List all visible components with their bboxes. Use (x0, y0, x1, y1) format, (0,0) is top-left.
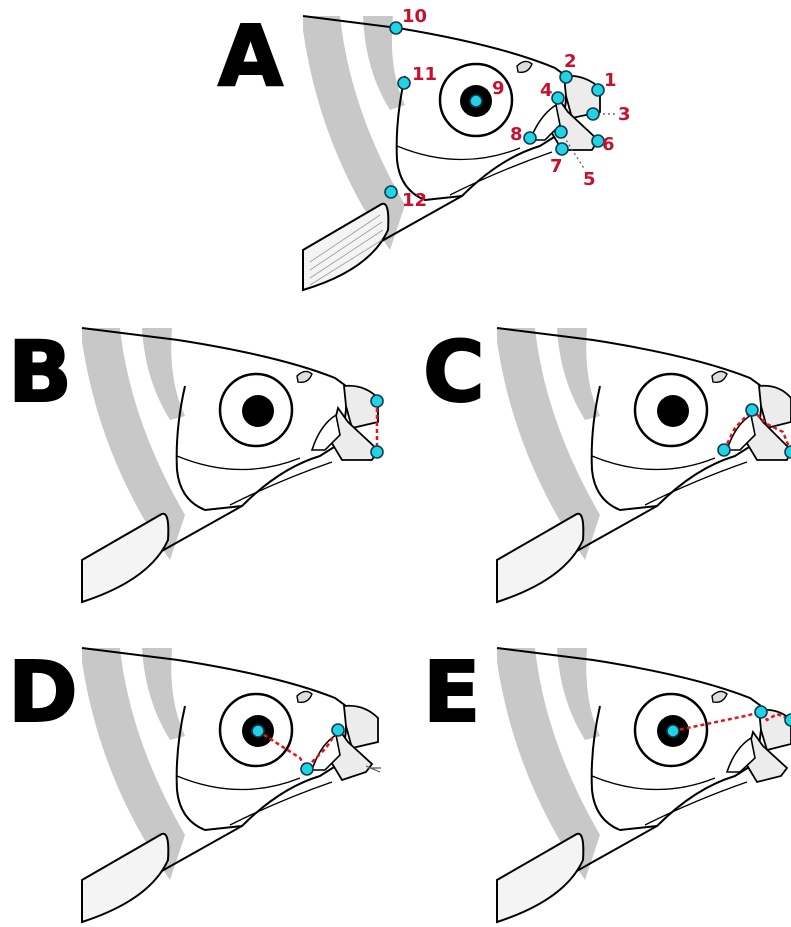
landmark-label: 8 (510, 124, 523, 145)
landmark-5-marker (555, 126, 567, 138)
landmark-4-marker (746, 404, 758, 416)
body-stripe (557, 648, 600, 740)
landmark-11-marker (398, 77, 410, 89)
landmark-9-marker (470, 95, 482, 107)
landmark-12-marker (385, 186, 397, 198)
eye-pupil (657, 395, 689, 427)
body-stripe (142, 648, 185, 740)
landmark-6-marker (371, 446, 383, 458)
nostril (712, 371, 727, 382)
landmark-label: 2 (564, 51, 577, 72)
jaw-line (645, 462, 747, 505)
landmark-6-marker (785, 446, 791, 458)
landmark-1-marker (371, 395, 383, 407)
landmark-1-marker (785, 714, 791, 726)
landmark-9-marker (252, 725, 264, 737)
landmark-7-marker (556, 143, 568, 155)
premaxilla (344, 706, 378, 748)
nostril (297, 691, 312, 702)
panel-e: E (415, 640, 791, 927)
landmark-label: 3 (618, 104, 631, 125)
landmark-label: 4 (540, 80, 553, 101)
landmark-label: 12 (402, 190, 427, 211)
fish-head-diagram-c (415, 320, 791, 610)
landmark-3-marker (587, 108, 599, 120)
landmark-2-marker (560, 71, 572, 83)
preopercle-line (592, 776, 715, 790)
landmark-label: 10 (402, 6, 427, 27)
panel-c: C (415, 320, 791, 610)
nostril (712, 691, 727, 702)
panel-d: D (0, 640, 395, 927)
landmark-label: 11 (412, 64, 437, 85)
jaw-line (230, 782, 332, 825)
landmark-1-marker (592, 84, 604, 96)
panel-b: B (0, 320, 395, 610)
landmark-label: 6 (602, 134, 615, 155)
pectoral-fin (497, 514, 583, 602)
landmark-label: 9 (492, 78, 505, 99)
fish-head-diagram-a: 1 2 3 4 5 6 7 8 9 10 11 12 (200, 0, 791, 300)
landmark-label: 7 (550, 156, 563, 177)
pectoral-fin (303, 204, 388, 290)
jaw-line (450, 152, 552, 195)
landmark-8-marker (524, 132, 536, 144)
preopercle-line (177, 776, 300, 790)
landmark-8-marker (718, 444, 730, 456)
landmark-2-marker (755, 706, 767, 718)
fish-head-diagram-b (0, 320, 395, 610)
pectoral-fin (82, 834, 168, 922)
landmark-4-marker (332, 724, 344, 736)
panel-a: A (200, 0, 791, 300)
preopercle-line (397, 146, 520, 160)
premaxilla (344, 386, 378, 428)
landmark-4-marker (552, 92, 564, 104)
landmark-7-marker (301, 763, 313, 775)
nostril (297, 371, 312, 382)
fish-head-diagram-d (0, 640, 395, 927)
landmark-9-marker (667, 725, 679, 737)
pectoral-fin (497, 834, 583, 922)
nostril (517, 61, 532, 72)
body-stripe (557, 328, 600, 420)
preopercle-line (177, 456, 300, 470)
eye-pupil (242, 395, 274, 427)
jaw-line (645, 782, 747, 825)
preopercle-line (592, 456, 715, 470)
jaw-line (230, 462, 332, 505)
fish-head-diagram-e (415, 640, 791, 927)
body-stripe (142, 328, 185, 420)
pectoral-fin (82, 514, 168, 602)
landmark-label: 5 (583, 169, 596, 190)
landmark-label: 1 (604, 70, 617, 91)
landmark-10-marker (390, 22, 402, 34)
